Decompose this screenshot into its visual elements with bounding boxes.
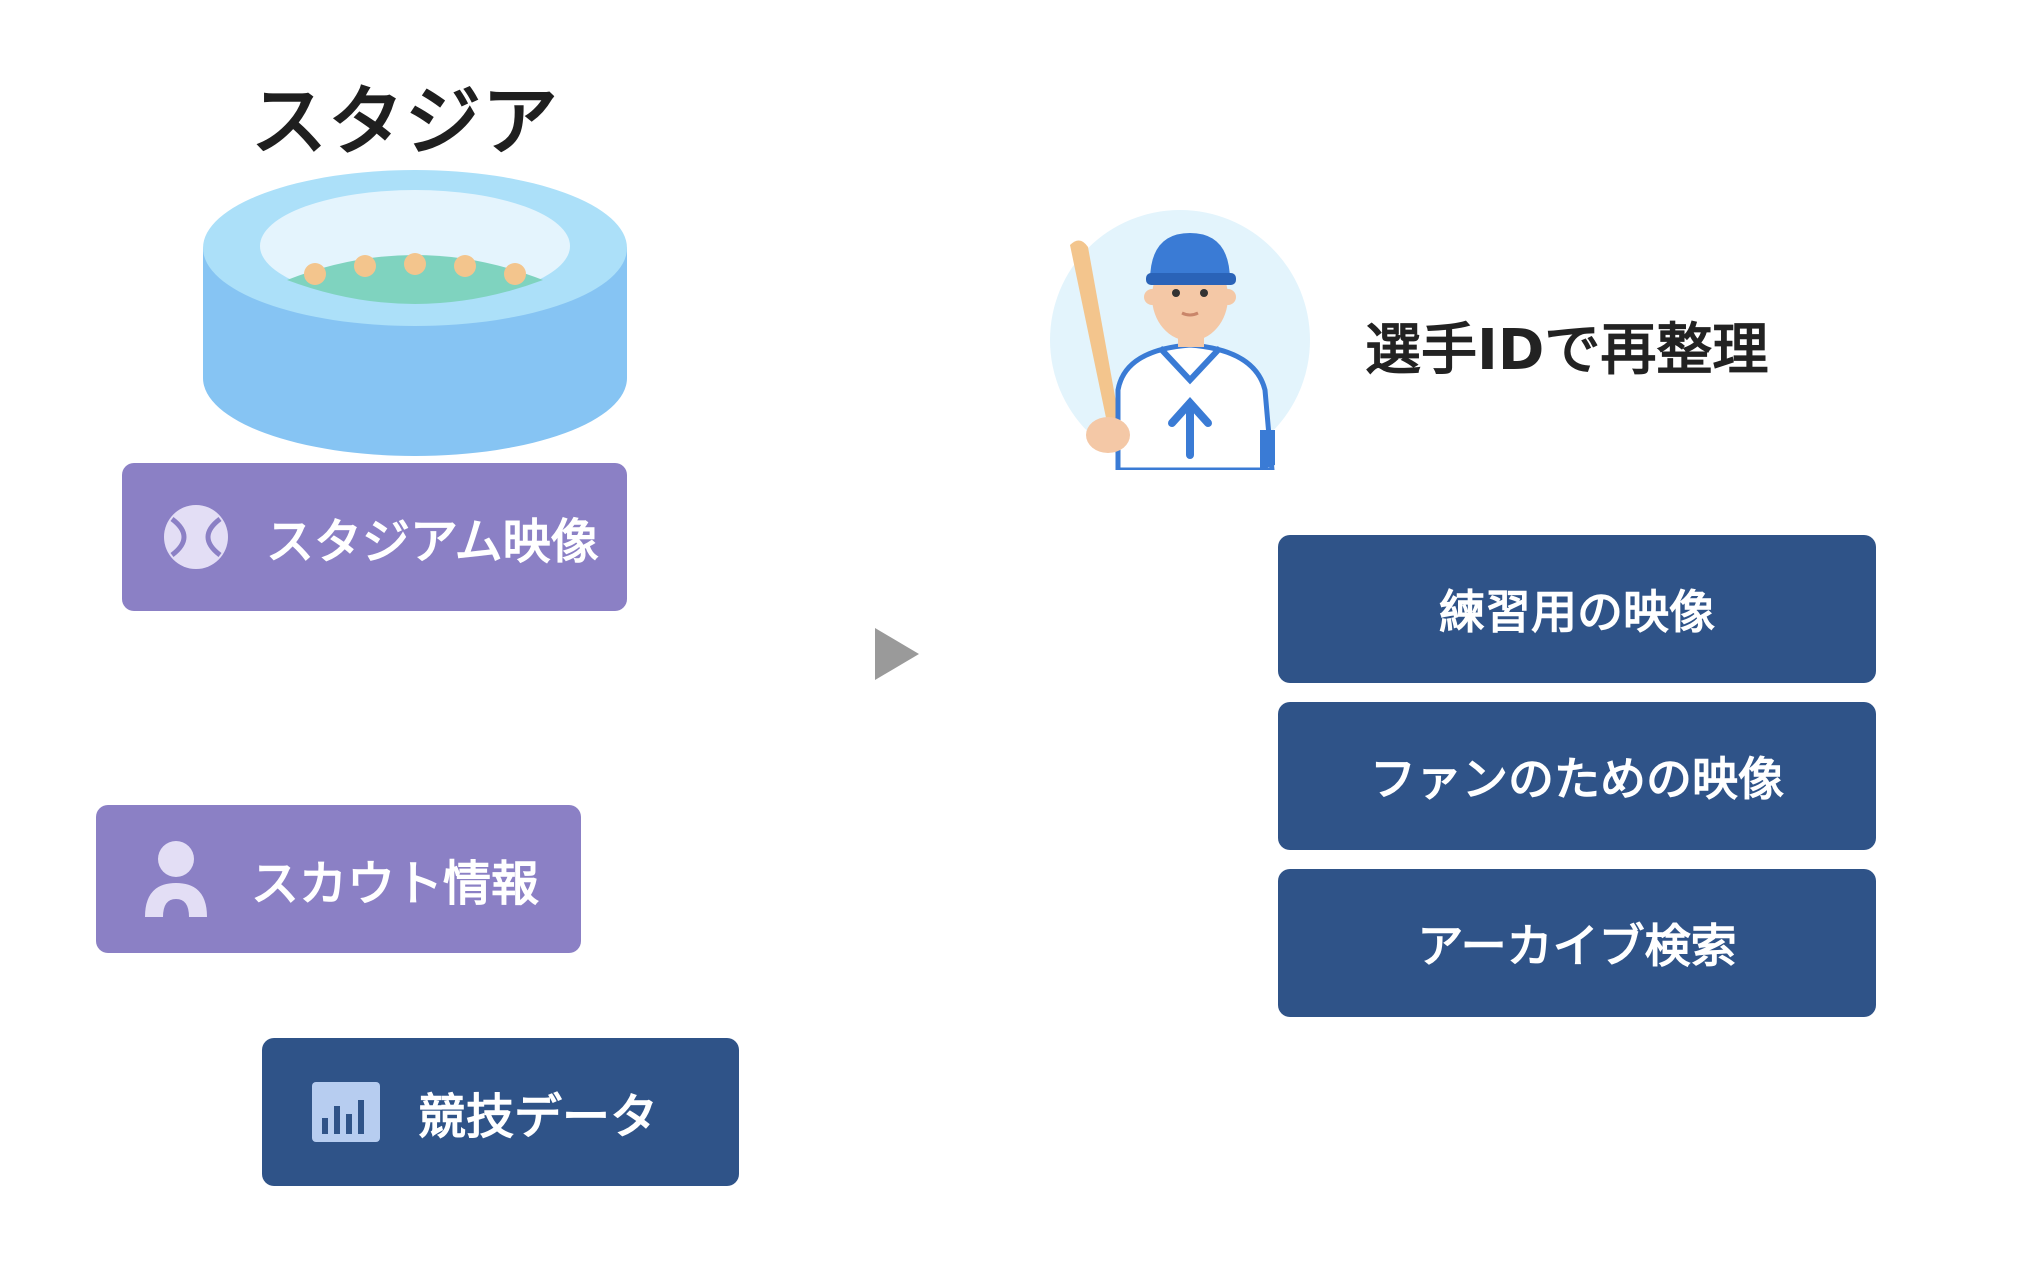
reorganize-caption: 選手IDで再整理 [1365,318,1769,383]
stadium-icon [203,170,627,456]
output-label: アーカイブ検索 [1417,919,1737,973]
output-practice-video: 練習用の映像 [1278,535,1876,683]
source-stadium-video: スタジアム映像 [122,463,627,611]
output-label: ファンのための映像 [1370,752,1784,806]
source-scout-info: スカウト情報 [96,805,581,953]
source-label: スタジアム映像 [266,514,599,570]
person-icon [141,839,211,919]
source-label: スカウト情報 [251,856,540,912]
source-game-data: 競技データ [262,1038,739,1186]
output-fan-video: ファンのための映像 [1278,702,1876,850]
output-label: 練習用の映像 [1439,585,1715,639]
baseball-icon [160,501,232,573]
baseball-player-icon [1050,210,1310,470]
source-label: 競技データ [418,1089,659,1145]
bar-chart-icon [310,1080,382,1144]
output-archive-search: アーカイブ検索 [1278,869,1876,1017]
play-arrow-icon [875,628,919,680]
